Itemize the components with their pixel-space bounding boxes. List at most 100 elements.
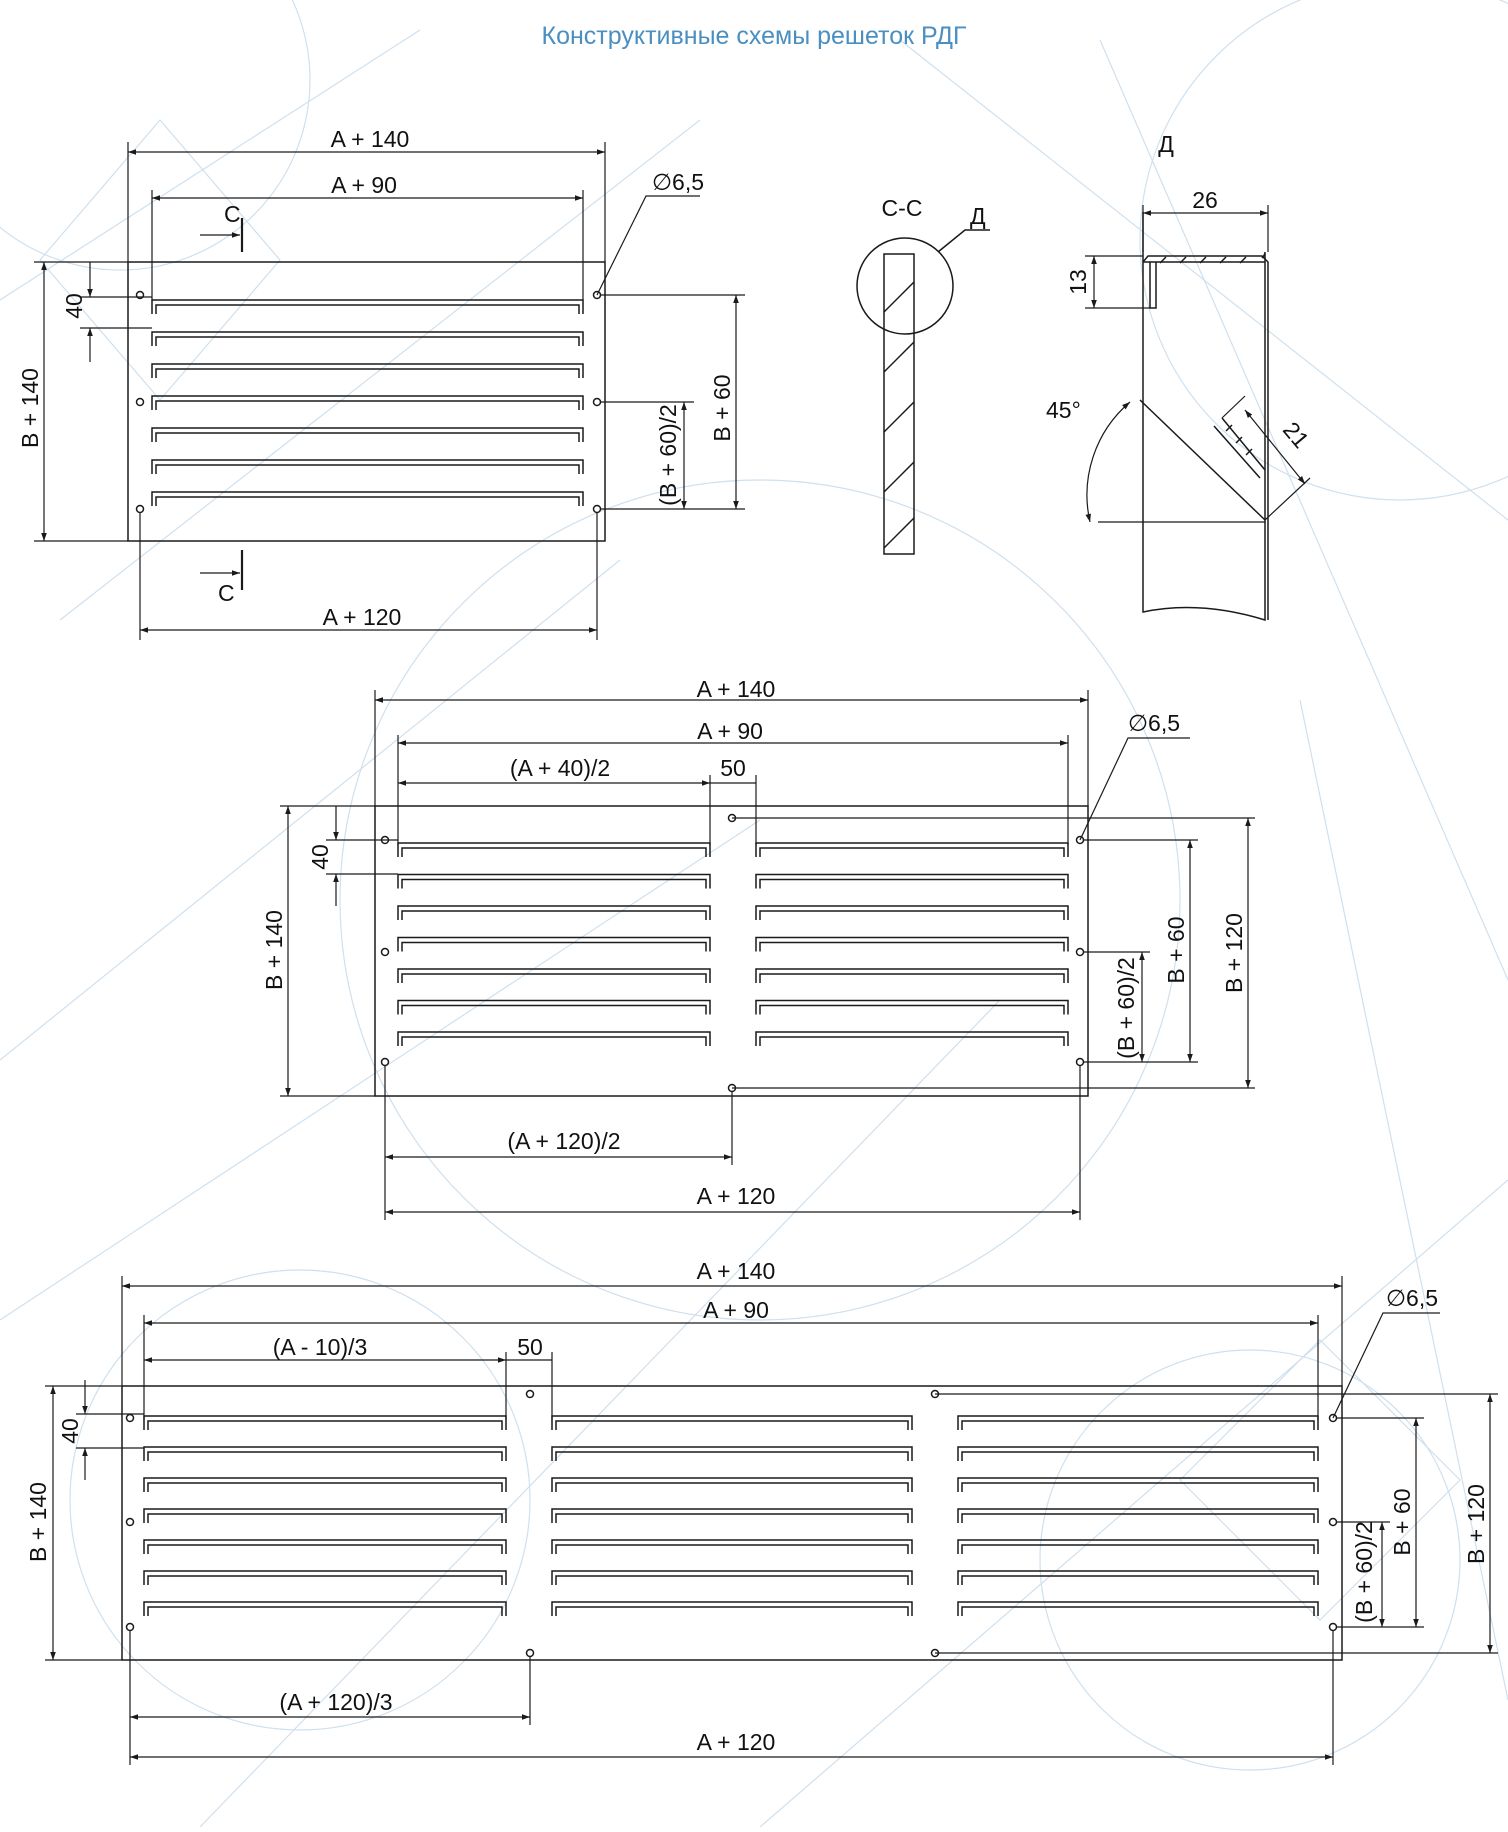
section-cc-view [856, 229, 990, 555]
dim-label-a90: A + 90 [331, 172, 397, 198]
louver-slot-inner [401, 878, 707, 889]
louver-slot-inner [759, 847, 1065, 857]
dimensions-detail-d [1085, 205, 1311, 523]
louver-slot-inner [147, 1482, 503, 1492]
louver-slot-inner [155, 432, 580, 442]
dimensions-drawing-1 [34, 142, 745, 640]
frame-outline [121, 1385, 1343, 1661]
dim-label-a120-third: (A + 120)/3 [279, 1689, 392, 1715]
louver-slot [151, 299, 584, 314]
sheet-title: Конструктивные схемы решеток РДГ [541, 22, 967, 50]
section-mark-top: C [224, 201, 241, 227]
louver-slot [397, 905, 711, 920]
louver-slot-inner [401, 847, 707, 857]
section-cc-label: C-C [882, 195, 923, 221]
detail-d-view [1139, 212, 1269, 622]
louver-slot-inner [759, 941, 1065, 952]
louver-slot [151, 491, 584, 506]
frame-outline [374, 805, 1089, 1097]
dim-label-b60: B + 60 [1389, 1488, 1415, 1555]
louver-slot-inner [401, 941, 707, 952]
dim-label-a120-half: (A + 120)/2 [507, 1128, 620, 1154]
louver-slot [957, 1570, 1319, 1585]
section-cc-callout: Д [970, 203, 986, 229]
louver-slot [755, 873, 1069, 889]
louver-slot [143, 1570, 507, 1585]
detail-dim-21: 21 [1278, 417, 1314, 453]
hole-label: ∅6,5 [652, 169, 704, 195]
hole-label: ∅6,5 [1386, 1285, 1438, 1311]
louver-slot-inner [961, 1482, 1315, 1492]
louver-slot [151, 395, 584, 410]
dim-label-b60: B + 60 [1163, 916, 1189, 983]
dim-label-b140: B + 140 [261, 910, 287, 990]
dim-label-b60-half: (B + 60)/2 [1113, 957, 1139, 1059]
detail-callout-circle [856, 237, 954, 335]
louver-slot-inner [961, 1575, 1315, 1585]
louver-slots [151, 299, 584, 506]
detail-hatching [1159, 256, 1253, 456]
louver-slot-inner [147, 1575, 503, 1585]
louver-slot [957, 1508, 1319, 1523]
louver-slot-inner [155, 368, 580, 378]
louver-slot [143, 1539, 507, 1554]
louver-slot [143, 1508, 507, 1523]
louver-slot-inner [147, 1451, 503, 1461]
louver-slot [143, 1415, 507, 1430]
louver-slot [755, 936, 1069, 952]
louver-slot [957, 1539, 1319, 1554]
louver-slot-inner [155, 336, 580, 346]
dim-label-50: 50 [720, 755, 746, 781]
dim-label-third: (A - 10)/3 [273, 1334, 368, 1360]
section-mark-bottom: C [218, 580, 235, 606]
louver-slot-inner [155, 464, 580, 474]
louver-slot [397, 968, 711, 983]
louver-slot-inner [401, 1004, 707, 1015]
louver-slot-inner [555, 1544, 909, 1554]
dimensions-drawing-2 [280, 690, 1255, 1220]
louver-slot [397, 1031, 711, 1046]
section-hatching [883, 281, 915, 549]
louver-slot-inner [155, 400, 580, 410]
louver-slot-inner [759, 910, 1065, 920]
louver-slot-inner [401, 1036, 707, 1046]
louver-slot [551, 1570, 913, 1585]
dim-label-b60-half: (B + 60)/2 [1351, 1521, 1377, 1623]
louver-slot-inner [961, 1606, 1315, 1616]
louver-slot [551, 1446, 913, 1461]
dim-label-b120: B + 120 [1463, 1484, 1489, 1564]
dim-label-a90: A + 90 [703, 1297, 769, 1323]
louver-slot [143, 1477, 507, 1492]
dim-label-a140: A + 140 [697, 676, 776, 702]
louver-slot-inner [961, 1513, 1315, 1523]
louver-slot [151, 363, 584, 378]
louver-slot [151, 459, 584, 474]
dim-label-40: 40 [57, 1418, 83, 1444]
louver-slot [551, 1508, 913, 1523]
dim-label-b140: B + 140 [25, 1482, 51, 1562]
louver-slot [551, 1477, 913, 1492]
louver-slot-inner [759, 1004, 1065, 1015]
louver-slot [551, 1601, 913, 1616]
dim-label-a120: A + 120 [697, 1183, 776, 1209]
louver-slot-inner [401, 910, 707, 920]
grille-two-section [374, 805, 1089, 1097]
grille-three-section [121, 1385, 1343, 1661]
louver-slot-inner [759, 1036, 1065, 1046]
louver-slot-inner [147, 1513, 503, 1523]
louver-slot [755, 968, 1069, 983]
louver-slot [151, 331, 584, 346]
louver-slot-inner [147, 1606, 503, 1616]
louver-slot [755, 905, 1069, 920]
louver-slot [957, 1415, 1319, 1430]
mounting-holes [135, 290, 602, 514]
dim-label-b60: B + 60 [709, 374, 735, 441]
detail-d-label: Д [1158, 131, 1174, 157]
louver-slot [143, 1601, 507, 1616]
louver-slots [143, 1415, 1319, 1616]
louver-slot-inner [555, 1606, 909, 1616]
louver-slot [957, 1477, 1319, 1492]
louver-slot [957, 1446, 1319, 1461]
